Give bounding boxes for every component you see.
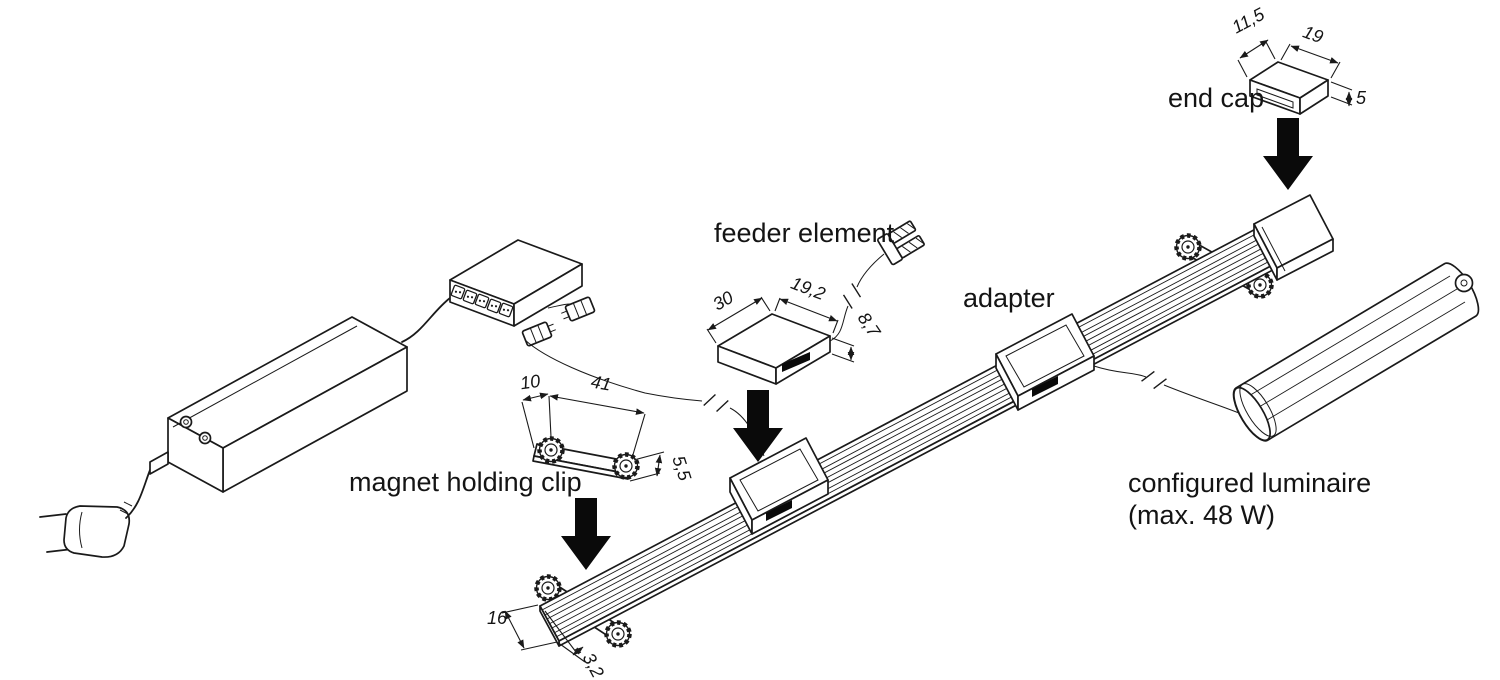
dim-clip-length: 41 bbox=[589, 372, 612, 395]
distributor bbox=[449, 239, 583, 327]
label-magnet-holding-clip: magnet holding clip bbox=[349, 467, 582, 497]
insertion-arrow-clip bbox=[561, 498, 611, 570]
magnet-icon bbox=[607, 623, 630, 646]
mains-plug bbox=[39, 469, 151, 558]
cable-break-icon bbox=[839, 281, 865, 311]
magnet-icon bbox=[540, 439, 563, 462]
feeder-on-track bbox=[729, 437, 829, 535]
magnet-holding-clip-detail: 10 41 5,5 bbox=[519, 371, 696, 484]
screw-icon bbox=[179, 415, 212, 445]
dim-feeder-height: 8,7 bbox=[854, 309, 885, 342]
conductor-track bbox=[539, 202, 1325, 647]
magnet-icon bbox=[1177, 236, 1200, 259]
cable-break-icon bbox=[1140, 367, 1168, 393]
dim-feeder-depth: 19,2 bbox=[788, 273, 828, 304]
connector-pair bbox=[521, 296, 596, 347]
cable-break-icon bbox=[702, 391, 730, 415]
luminaire-end-dome bbox=[1454, 273, 1474, 293]
feeder-plug-connector bbox=[877, 220, 925, 266]
dim-track-width: 16 bbox=[487, 608, 508, 628]
label-end-cap: end cap bbox=[1168, 83, 1264, 113]
adapter-on-track bbox=[995, 313, 1095, 411]
power-supply bbox=[149, 297, 451, 493]
magnet-icon bbox=[615, 455, 638, 478]
dim-endcap-width: 11,5 bbox=[1229, 3, 1269, 37]
dim-endcap-height: 5 bbox=[1356, 88, 1367, 108]
label-luminaire-line1: configured luminaire bbox=[1128, 468, 1371, 498]
dim-clip-height: 5,5 bbox=[668, 453, 695, 484]
dim-feeder-width: 30 bbox=[709, 287, 736, 314]
dim-clip-offset: 10 bbox=[519, 371, 542, 394]
dim-endcap-length: 19 bbox=[1300, 22, 1326, 48]
end-cap-on-track bbox=[1253, 194, 1334, 281]
insertion-arrow-endcap bbox=[1263, 118, 1313, 190]
configured-luminaire bbox=[1093, 262, 1480, 442]
feeder-element-detail: 30 19,2 8,7 bbox=[706, 220, 925, 385]
magnet-icon bbox=[537, 577, 560, 600]
insertion-arrow-feeder bbox=[733, 390, 783, 462]
dim-track-thickness: 3,2 bbox=[579, 649, 608, 680]
label-adapter: adapter bbox=[963, 283, 1055, 313]
label-luminaire-line2: (max. 48 W) bbox=[1128, 500, 1275, 530]
label-feeder-element: feeder element bbox=[714, 218, 895, 248]
